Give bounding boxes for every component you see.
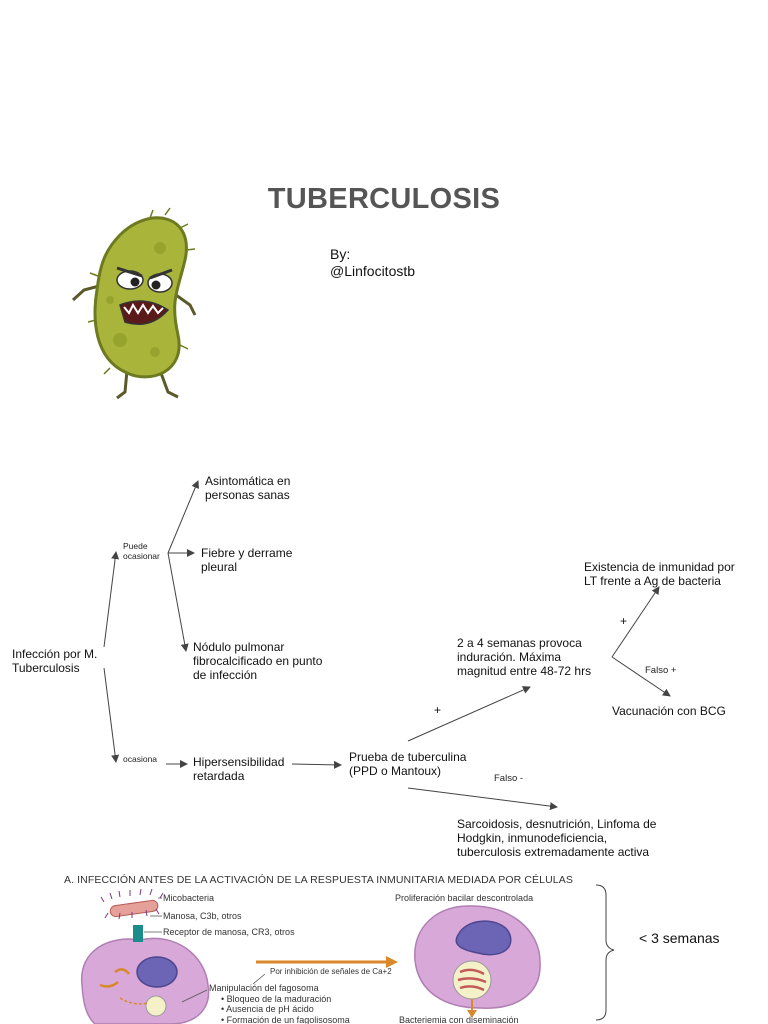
false-negative-label: Falso - — [494, 773, 524, 784]
manipulation-heading: Manipulación del fagosoma — [209, 983, 319, 993]
label-receptor: Receptor de manosa, CR3, otros — [163, 927, 295, 937]
bullet-2: • Ausencia de pH ácido — [221, 1004, 314, 1014]
node-vaccination: Vacunación con BCG — [612, 704, 726, 718]
label-inhibition: Por inhibición de señales de Ca+2 — [270, 967, 392, 976]
page-title: TUBERCULOSIS — [267, 183, 501, 215]
weeks-label: < 3 semanas — [639, 930, 720, 946]
node-tuberculin-test: Prueba de tuberculina (PPD o Mantoux) — [349, 750, 467, 778]
plus-sign: + — [434, 703, 442, 717]
plus-sign-2: + — [620, 614, 628, 628]
bullet-3: • Formación de un fagolisosoma — [221, 1014, 350, 1024]
label-manipulation: Manipulación del fagosoma • Bloqueo de l… — [209, 983, 350, 1024]
edge-can-cause: Puede ocasionar — [123, 541, 160, 561]
node-false-negative-causes: Sarcoidosis, desnutrición, Linfoma de Ho… — [457, 817, 657, 859]
node-infection: Infección por M. Tuberculosis — [12, 647, 98, 675]
bullet-1: • Bloqueo de la maduración — [221, 993, 332, 1004]
node-asymptomatic: Asintomática en personas sanas — [205, 474, 291, 502]
false-positive-label: Falso + — [645, 665, 677, 676]
node-immunity: Existencia de inmunidad por LT frente a … — [584, 560, 735, 588]
label-manosa: Manosa, C3b, otros — [163, 911, 242, 921]
label-micobacteria: Micobacteria — [163, 893, 215, 903]
label-bacteremia: Bacteriemia con diseminación — [399, 1015, 519, 1024]
edge-causes: ocasiona — [123, 754, 158, 764]
label-proliferation: Proliferación bacilar descontrolada — [395, 893, 534, 903]
byline: By: @Linfocitostb — [330, 246, 415, 280]
by-label: By: — [330, 246, 351, 262]
author-handle: @Linfocitostb — [330, 263, 416, 279]
figure-title: A. INFECCIÓN ANTES DE LA ACTIVACIÓN DE L… — [64, 874, 573, 886]
node-fever: Fiebre y derrame pleural — [201, 546, 293, 574]
node-positive-result: 2 a 4 semanas provoca induración. Máxima… — [457, 636, 592, 678]
node-nodule: Nódulo pulmonar fibrocalcificado en punt… — [193, 640, 323, 682]
node-hypersensitivity: Hipersensibilidad retardada — [193, 755, 285, 783]
